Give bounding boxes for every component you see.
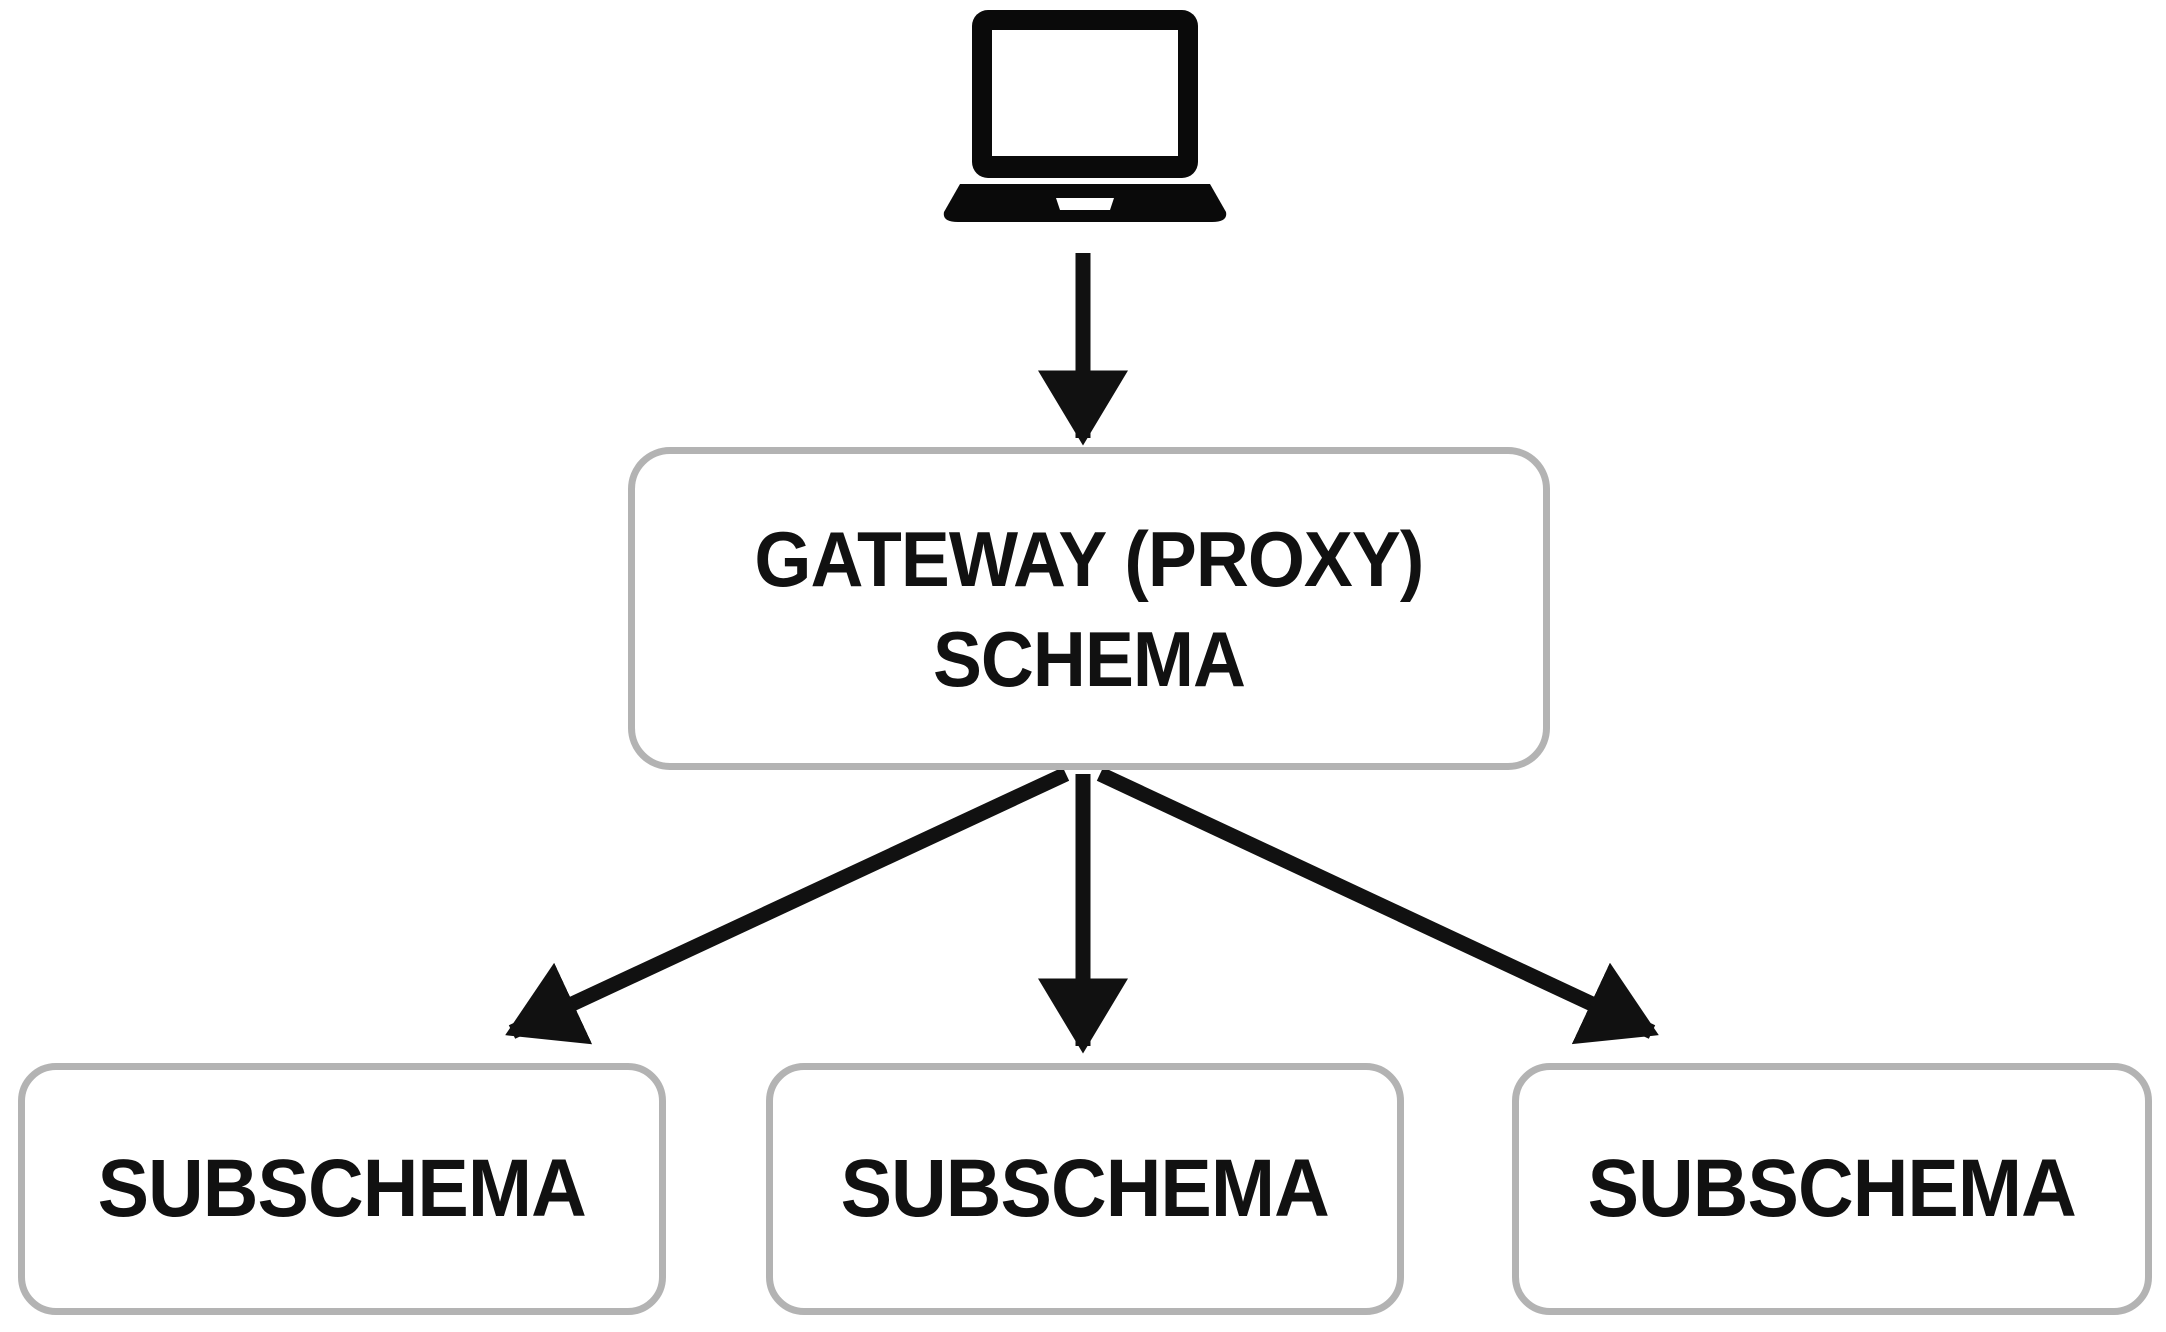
arrow-gateway-to-subschema-3 — [1096, 767, 1659, 1045]
subschema-node-1: SUBSCHEMA — [18, 1063, 666, 1315]
laptop-touchpad-notch — [1056, 198, 1114, 210]
subschema-label-1: SUBSCHEMA — [97, 1143, 587, 1234]
laptop-screen — [992, 30, 1178, 156]
gateway-label-line2: SCHEMA — [932, 614, 1246, 703]
subschema-label-2: SUBSCHEMA — [840, 1143, 1330, 1234]
subschema-label-3: SUBSCHEMA — [1587, 1143, 2077, 1234]
subschema-node-2: SUBSCHEMA — [766, 1063, 1404, 1315]
arrow-gateway-to-subschema-1 — [505, 767, 1070, 1045]
laptop-icon — [943, 10, 1227, 222]
subschema-node-3: SUBSCHEMA — [1512, 1063, 2152, 1315]
gateway-node: GATEWAY (PROXY) SCHEMA — [628, 447, 1550, 770]
gateway-label-line1: GATEWAY (PROXY) — [754, 514, 1425, 603]
